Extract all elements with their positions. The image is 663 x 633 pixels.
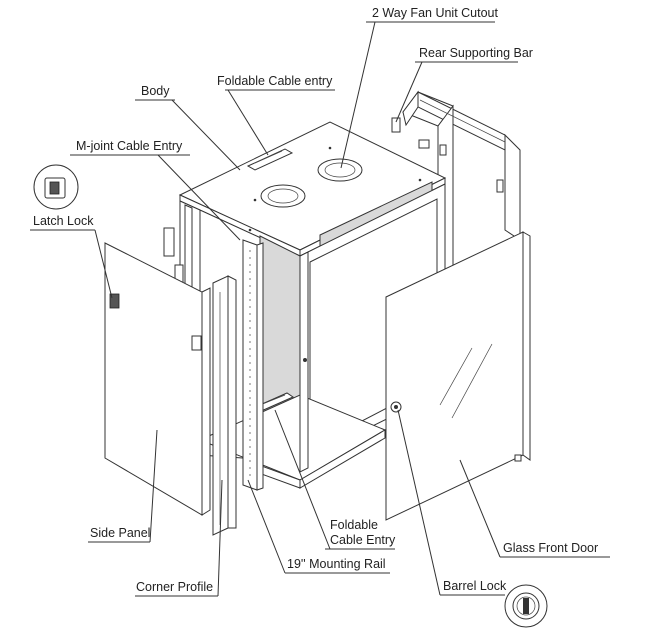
label-foldable-cable-entry-bottom-line1: Foldable	[330, 518, 378, 532]
barrel-lock-detail	[504, 584, 548, 628]
label-fan-cutout: 2 Way Fan Unit Cutout	[372, 6, 498, 20]
glass-front-door	[385, 231, 531, 521]
label-rear-supporting-bar: Rear Supporting Bar	[419, 46, 533, 60]
corner-profile	[212, 275, 237, 536]
leader-lines	[30, 21, 610, 597]
mounting-rail	[242, 239, 264, 491]
label-foldable-cable-entry-bottom-line2: Cable Entry	[330, 533, 396, 547]
latch-lock-detail	[33, 164, 79, 210]
label-mounting-rail: 19'' Mounting Rail	[287, 557, 386, 571]
label-latch-lock: Latch Lock	[33, 214, 94, 228]
label-corner-profile: Corner Profile	[136, 580, 214, 594]
label-foldable-cable-entry-top: Foldable Cable entry	[217, 74, 333, 88]
label-barrel-lock: Barrel Lock	[443, 579, 507, 593]
side-panel	[104, 242, 211, 516]
label-mjoint-cable-entry: M-joint Cable Entry	[76, 139, 183, 153]
label-body: Body	[141, 84, 170, 98]
label-side-panel: Side Panel	[90, 526, 151, 540]
label-glass-front-door: Glass Front Door	[503, 541, 599, 555]
